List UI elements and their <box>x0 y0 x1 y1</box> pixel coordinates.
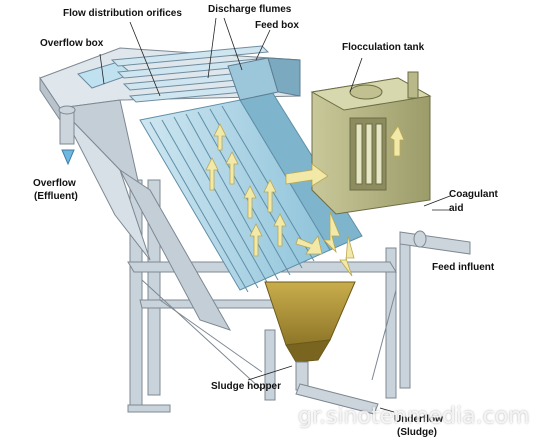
label-underflow-1: Underflow <box>394 414 443 425</box>
underflow-pipe <box>295 361 379 415</box>
label-feed-influent: Feed influent <box>432 262 495 273</box>
label-flocculation-tank: Flocculation tank <box>342 42 425 53</box>
label-flow-distribution-orifices: Flow distribution orifices <box>63 8 182 19</box>
flocculation-tank <box>310 71 432 215</box>
label-overflow-effluent-1: Overflow <box>33 178 76 189</box>
label-overflow-box: Overflow box <box>40 38 104 49</box>
flow-arrows <box>205 123 405 277</box>
leader-lines <box>99 17 451 413</box>
label-coagulant-aid-1: Coagulant <box>449 189 498 200</box>
label-underflow-2: (Sludge) <box>397 427 437 438</box>
label-coagulant-aid-2: aid <box>449 203 464 214</box>
label-overflow-effluent-2: (Effluent) <box>34 191 78 202</box>
lamella-plate-pack <box>139 91 363 293</box>
label-sludge-hopper: Sludge hopper <box>211 381 281 392</box>
feed-box <box>227 57 301 101</box>
overflow-effluent-pipe <box>58 105 76 166</box>
label-feed-box: Feed box <box>255 20 299 31</box>
feed-influent-pipe <box>399 230 471 255</box>
watermark: gr.sinotenmedia.com <box>298 404 530 429</box>
sludge-hopper <box>264 281 356 363</box>
label-discharge-flumes: Discharge flumes <box>208 4 292 15</box>
